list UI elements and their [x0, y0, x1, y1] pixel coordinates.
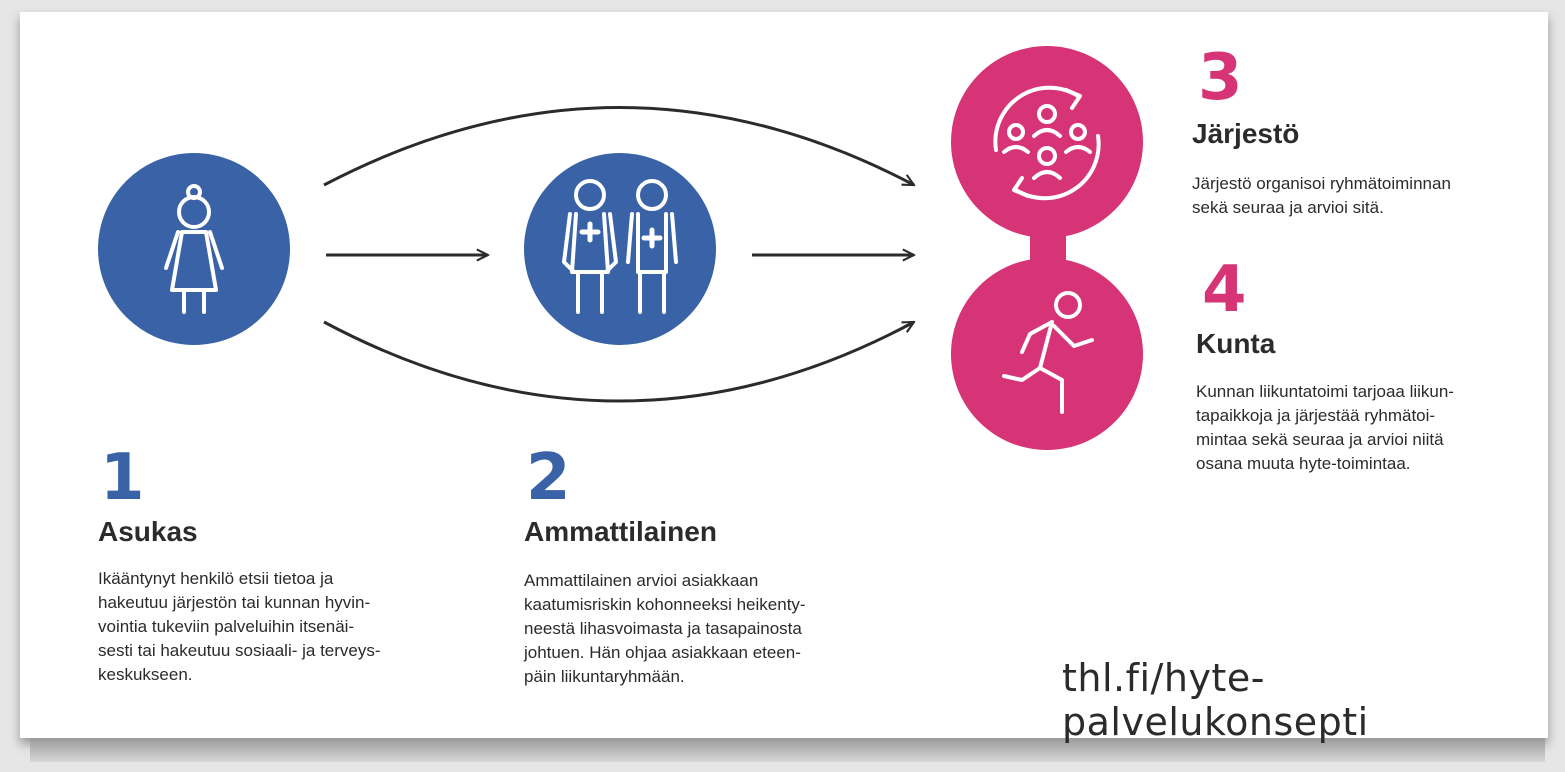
step-1-title: Asukas	[98, 516, 198, 547]
health-professionals-icon	[562, 179, 678, 314]
circle-jarjesto	[951, 46, 1143, 238]
step-4-description: Kunnan liikuntatoimi tarjoaa liikun- tap…	[1196, 382, 1454, 473]
step-3-description: Järjestö organisoi ryhmätoiminnan sekä s…	[1192, 174, 1451, 217]
group-cycle-icon	[993, 85, 1101, 201]
footer-url: thl.fi/hyte-palvelukonsepti	[1062, 656, 1369, 744]
step-4-title: Kunta	[1196, 328, 1276, 359]
running-person-icon	[1002, 291, 1094, 414]
step-2-number: 2	[526, 441, 571, 515]
step-1-description: Ikääntynyt henkilö etsii tietoa ja hakeu…	[98, 569, 381, 684]
arrow-1-to-4	[323, 320, 914, 403]
step-3-title: Järjestö	[1192, 118, 1300, 149]
step-4-number: 4	[1202, 253, 1247, 327]
circle-ammattilainen	[524, 153, 716, 345]
arrow-1-to-3	[323, 106, 914, 187]
step-1-number: 1	[100, 441, 145, 515]
step-2-title: Ammattilainen	[524, 516, 717, 547]
circle-kunta	[951, 258, 1143, 450]
elderly-person-icon	[164, 184, 224, 314]
circle-asukas	[98, 153, 290, 345]
card-shadow	[30, 738, 1545, 762]
step-3-number: 3	[1198, 41, 1243, 115]
step-2-description: Ammattilainen arvioi asiakkaan kaatumisr…	[524, 571, 806, 686]
